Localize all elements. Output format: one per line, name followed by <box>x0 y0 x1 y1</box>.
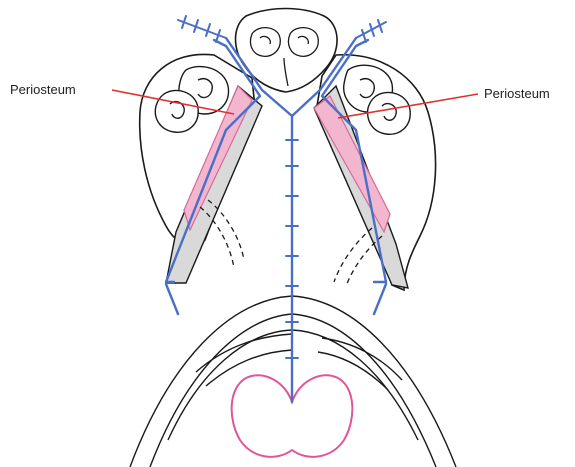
central-tooth-left <box>250 28 280 57</box>
left-periosteum-label: Periosteum <box>10 82 76 97</box>
left-bottom-suture <box>166 284 178 314</box>
left-tooth-lower <box>155 90 198 132</box>
right-bottom-suture <box>374 284 386 314</box>
right-periosteum-label: Periosteum <box>484 86 550 101</box>
arch-line-5 <box>322 338 402 380</box>
tr-tick-1 <box>362 30 366 42</box>
right-dashed-line-1 <box>334 228 372 282</box>
right-tooth-lower <box>368 92 411 134</box>
central-tooth-right <box>288 28 318 57</box>
arch-line-4 <box>196 334 292 372</box>
